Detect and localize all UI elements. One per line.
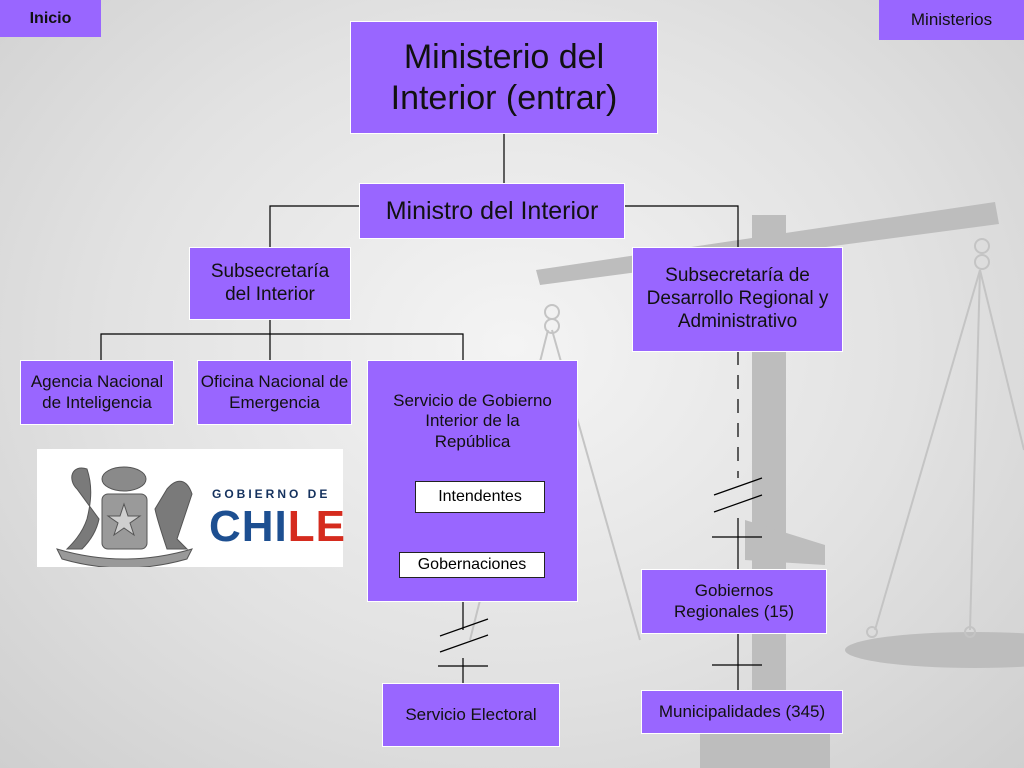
gobierno-de-chile-logo: GOBIERNO DE CHILE <box>37 449 346 567</box>
subsecretaria-interior-label: Subsecretaría del Interior <box>210 260 330 305</box>
oficina-emergencia-box: Oficina Nacional de Emergencia <box>197 360 352 425</box>
municipalidades-label: Municipalidades (345) <box>658 701 826 721</box>
municipalidades-box: Municipalidades (345) <box>641 690 843 734</box>
ministerios-button[interactable]: Ministerios <box>879 0 1024 40</box>
logo-chile-blue: CHI <box>209 502 288 551</box>
oficina-emergencia-label: Oficina Nacional de Emergencia <box>200 372 349 412</box>
ministro-interior-box: Ministro del Interior <box>359 183 625 239</box>
servicio-gobierno-interior-label: Servicio de Gobierno Interior de la Repú… <box>393 391 552 451</box>
ministro-interior-label: Ministro del Interior <box>385 197 599 225</box>
subsecretaria-desarrollo-box: Subsecretaría de Desarrollo Regional y A… <box>632 247 843 352</box>
servicio-electoral-label: Servicio Electoral <box>405 704 537 724</box>
servicio-electoral-box: Servicio Electoral <box>382 683 560 747</box>
gobernaciones-label: Gobernaciones <box>417 556 527 573</box>
gobiernos-regionales-box: Gobiernos Regionales (15) <box>641 569 827 634</box>
coat-of-arms-icon <box>56 466 193 567</box>
ministerio-interior-link[interactable]: Ministerio del Interior (entrar) <box>350 21 658 134</box>
inicio-button[interactable]: Inicio <box>0 0 101 37</box>
intendentes-box: Intendentes <box>415 481 545 513</box>
agencia-inteligencia-label: Agencia Nacional de Inteligencia <box>30 372 164 412</box>
logo-chile-red: LE <box>287 502 347 551</box>
gobiernos-regionales-label: Gobiernos Regionales (15) <box>673 581 794 621</box>
subsecretaria-interior-box: Subsecretaría del Interior <box>189 247 351 320</box>
ministerio-interior-label: Ministerio del Interior (entrar) <box>390 37 618 117</box>
agencia-inteligencia-box: Agencia Nacional de Inteligencia <box>20 360 174 425</box>
subsecretaria-desarrollo-label: Subsecretaría de Desarrollo Regional y A… <box>646 265 829 332</box>
intendentes-label: Intendentes <box>438 488 522 505</box>
logo-line-1: GOBIERNO DE <box>212 487 331 501</box>
gobernaciones-box: Gobernaciones <box>399 552 545 578</box>
logo-line-2: CHILE <box>209 502 346 552</box>
